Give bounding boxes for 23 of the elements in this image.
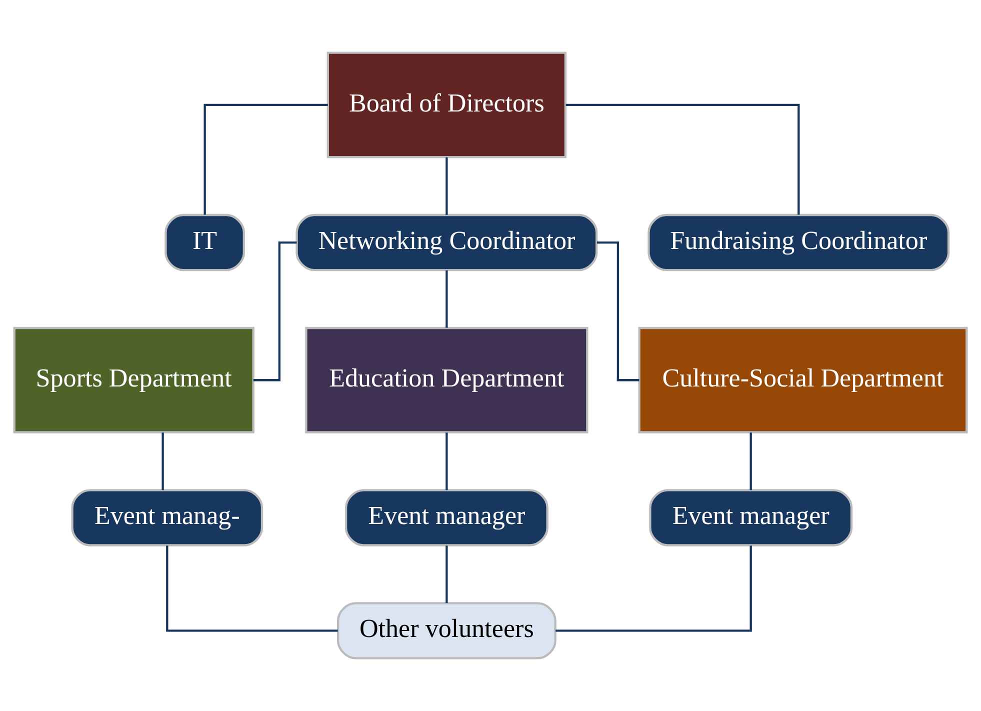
connector [166,546,338,632]
node-box: IT [164,214,245,272]
connector [446,546,448,604]
connector [446,432,448,490]
node-box: Board of Directors [326,52,567,158]
connector [204,104,328,215]
connector [750,432,752,490]
connector [446,270,448,328]
connector [162,432,164,490]
node-box: Other volunteers [336,602,556,660]
node-box: Culture-Social Department [638,326,968,434]
connector [596,241,640,382]
connector [566,104,800,215]
node-box: Networking Coordinator [296,214,598,272]
connector [253,241,297,382]
connector [446,157,448,215]
connector [556,546,752,632]
node-box: Sports Department [13,326,254,434]
node-box: Fundraising Coordinator [648,214,950,272]
node-box: Event manag- [71,489,264,546]
node-box: Event manager [344,489,548,546]
node-box: Education Department [305,326,588,434]
node-box: Event manager [649,489,853,546]
